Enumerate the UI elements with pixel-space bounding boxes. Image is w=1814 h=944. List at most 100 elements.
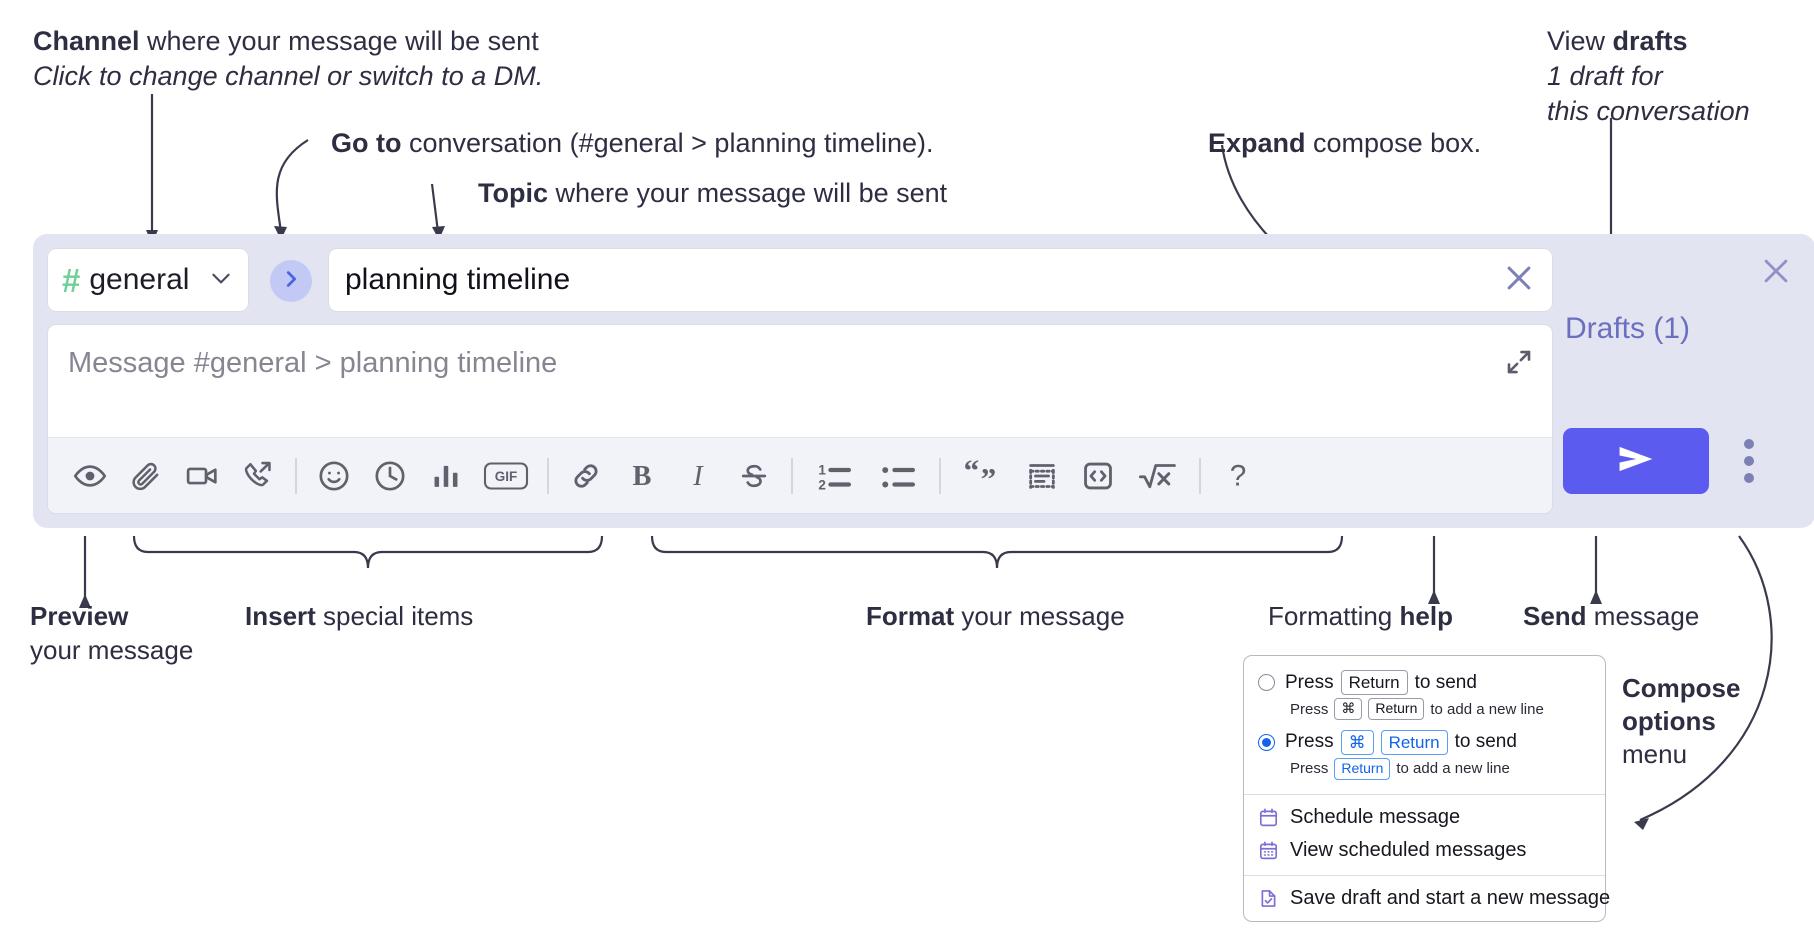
gif-button[interactable]: GIF (474, 448, 538, 504)
annotation-format-rest: your message (954, 601, 1125, 631)
compose-inner: # general planning timeline Message #gen… (47, 248, 1553, 514)
toolbar-divider (791, 457, 793, 494)
record-audio-button[interactable] (230, 448, 286, 504)
svg-text:“: “ (964, 459, 980, 487)
annotation-compose-options: Compose options menu (1622, 672, 1740, 770)
strikethrough-button[interactable] (726, 448, 782, 504)
annotation-drafts: View drafts 1 draft for this conversatio… (1547, 24, 1750, 129)
menu-divider (1244, 874, 1605, 876)
annotation-goto: Go to conversation (#general > planning … (331, 126, 934, 161)
link-button[interactable] (558, 448, 614, 504)
menu-radio-option[interactable]: Press Return to send (1244, 666, 1605, 697)
chevron-right-icon (280, 268, 302, 295)
expand-icon[interactable] (1504, 347, 1534, 382)
compose-header-row: # general planning timeline (47, 248, 1553, 314)
menu-item-schedule-message[interactable]: Schedule message (1244, 801, 1605, 834)
annotation-drafts-rest: View (1547, 26, 1613, 56)
emoji-button[interactable] (306, 448, 362, 504)
key-chip-cmd: ⌘ (1334, 698, 1363, 720)
sub-option-label: Press ⌘ Return to add a new line (1290, 698, 1544, 720)
suffix-text: to send (1414, 671, 1477, 693)
press-text: Press (1285, 731, 1334, 753)
key-chip: Return (1340, 670, 1408, 696)
menu-radio-sublabel: Press Return to add a new line (1244, 757, 1605, 786)
svg-text:I: I (692, 461, 704, 492)
annotation-help-rest: Formatting (1268, 601, 1400, 631)
italic-button[interactable]: I (670, 448, 726, 504)
close-icon[interactable] (1502, 261, 1536, 300)
more-vertical-icon-dot (1744, 456, 1754, 466)
annotation-channel: Channel where your message will be sent … (33, 24, 543, 94)
close-icon[interactable] (1759, 254, 1793, 293)
key-chip-return: Return (1368, 698, 1425, 720)
suffix-text: to add a new line (1396, 760, 1510, 778)
annotation-preview-bold: Preview (30, 601, 129, 631)
attach-file-button[interactable] (118, 448, 174, 504)
chevron-down-icon (208, 265, 234, 296)
compose-options-button[interactable] (1729, 436, 1769, 486)
key-chip-return: Return (1334, 758, 1391, 780)
channel-selector[interactable]: # general (47, 248, 249, 312)
math-button[interactable] (1126, 448, 1190, 504)
key-chip-cmd: ⌘ (1340, 729, 1374, 755)
annotation-format: Format your message (866, 600, 1125, 634)
annotation-format-bold: Format (866, 601, 955, 631)
menu-item-label: View scheduled messages (1290, 838, 1527, 861)
preview-button[interactable] (62, 448, 118, 504)
annotation-channel-italic: Click to change channel or switch to a D… (33, 61, 544, 92)
compose-widget: # general planning timeline Message #gen… (33, 234, 1814, 528)
document-check-icon (1258, 888, 1279, 909)
menu-item-label: Schedule message (1290, 805, 1461, 828)
press-text: Press (1285, 671, 1334, 693)
record-video-button[interactable] (174, 448, 230, 504)
formatting-help-button[interactable]: ? (1210, 448, 1266, 504)
bold-button[interactable]: B (614, 448, 670, 504)
bulleted-list-button[interactable] (866, 448, 930, 504)
key-chip-return: Return (1380, 729, 1448, 755)
send-button[interactable] (1563, 428, 1709, 494)
code-block-button[interactable] (1014, 448, 1070, 504)
toolbar-divider (295, 457, 297, 494)
annotation-drafts-italic-1: 1 draft for (1547, 61, 1663, 92)
topic-input[interactable]: planning timeline (328, 248, 1553, 312)
svg-text:2: 2 (818, 477, 825, 492)
annotation-goto-bold: Go to (331, 128, 402, 158)
annotation-help: Formatting help (1268, 600, 1453, 634)
annotation-send-bold: Send (1523, 601, 1587, 631)
reminder-button[interactable] (362, 448, 418, 504)
calendar-grid-icon (1258, 840, 1279, 861)
annotation-insert-bold: Insert (245, 601, 316, 631)
blockquote-button[interactable]: “” (950, 448, 1014, 504)
more-vertical-icon-dot (1744, 473, 1754, 483)
toolbar-divider (1199, 457, 1201, 494)
annotation-compose-options-bold-1: Compose (1622, 673, 1741, 703)
annotation-insert-rest: special items (315, 601, 474, 631)
poll-button[interactable] (418, 448, 474, 504)
goto-conversation-button[interactable] (270, 260, 312, 302)
menu-radio-option[interactable]: Press ⌘ Return to send (1244, 726, 1605, 757)
send-paper-plane-icon (1613, 439, 1659, 484)
menu-item-save-draft[interactable]: Save draft and start a new message (1244, 882, 1610, 915)
drafts-link[interactable]: Drafts (1) (1565, 312, 1691, 345)
hash-icon: # (62, 261, 81, 299)
menu-item-label: Save draft and start a new message (1290, 886, 1611, 909)
radio-option-label: Press ⌘ Return to send (1285, 729, 1517, 755)
compose-right-rail: Drafts (1) (1553, 234, 1814, 528)
annotation-channel-bold: Channel (33, 26, 140, 56)
suffix-text: to add a new line (1430, 700, 1544, 718)
code-button[interactable] (1070, 448, 1126, 504)
radio-option-label: Press Return to send (1285, 670, 1477, 696)
press-text: Press (1290, 700, 1329, 718)
annotation-expand: Expand compose box. (1208, 126, 1481, 161)
sub-option-label: Press Return to add a new line (1290, 758, 1510, 780)
radio-button-unselected[interactable] (1258, 674, 1275, 692)
suffix-text: to send (1454, 731, 1517, 753)
menu-item-view-scheduled-messages[interactable]: View scheduled messages (1244, 834, 1605, 867)
message-input-area[interactable]: Message #general > planning timeline (47, 324, 1553, 514)
annotation-topic-bold: Topic (478, 178, 548, 208)
radio-button-selected[interactable] (1258, 733, 1275, 751)
svg-text:B: B (633, 461, 652, 492)
svg-text:?: ? (1230, 459, 1247, 492)
